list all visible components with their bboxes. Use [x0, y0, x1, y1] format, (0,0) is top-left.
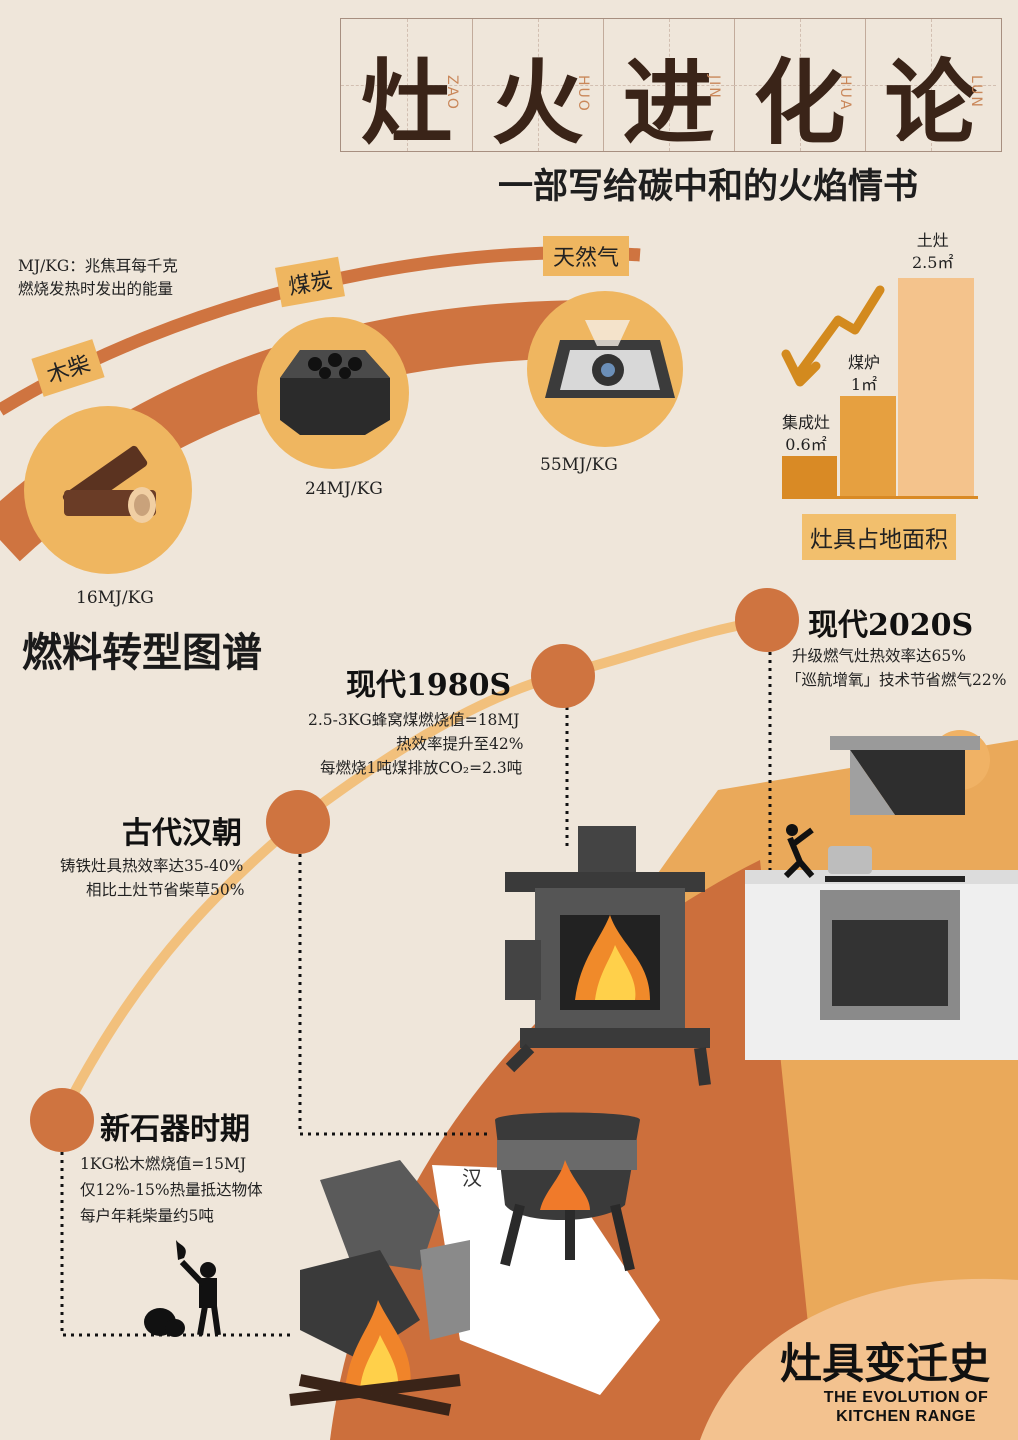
title-char: 火: [491, 50, 584, 157]
footer-title-cn: 灶具变迁史: [780, 1339, 991, 1388]
area-name-tuzao: 土灶: [916, 231, 949, 250]
era-title-neolithic: 新石器时期: [100, 1112, 250, 1147]
title-char: 进: [622, 50, 715, 157]
area-label-tuzao: 土灶 2.5㎡: [912, 230, 953, 274]
area-value-jichengzao: 0.6㎡: [785, 435, 827, 454]
fuel-value-firewood: 16MJ/KG: [76, 588, 154, 608]
title-pinyin: HUA: [837, 75, 853, 112]
era-line: 仅12%-15%热量抵达物体: [80, 1181, 263, 1199]
running-person-icon: [783, 824, 815, 879]
title-pinyin: ZAO: [444, 75, 460, 111]
footer-title-en: THE EVOLUTION OF KITCHEN RANGE: [806, 1388, 1006, 1426]
era-title-2020: 现代2020S: [808, 608, 974, 643]
area-bar-tuzao: [898, 278, 974, 496]
era-line: 热效率提升至42%: [396, 735, 524, 753]
fuel-label-gas: 天然气: [543, 236, 630, 276]
title-char: 化: [753, 50, 846, 157]
title-pinyin: JIN: [706, 75, 722, 100]
area-chart-caption: 灶具占地面积: [802, 514, 956, 560]
area-value-tuzao: 2.5㎡: [912, 253, 954, 272]
area-name-meilu: 煤炉: [848, 353, 881, 372]
bottom-right-peach-shape: [700, 1278, 1018, 1440]
era-line: 2.5-3KG蜂窝煤燃烧值=18MJ: [308, 711, 520, 729]
dot-1980: [531, 644, 595, 708]
area-value-meilu: 1㎡: [850, 375, 878, 394]
clay-pot-icon: [144, 1308, 185, 1337]
title-pinyin: LUN: [968, 75, 984, 109]
caveman-torch-icon: [176, 1240, 221, 1336]
trend-arrow-icon: [781, 285, 885, 387]
era-line: 升级燃气灶热效率达65%: [792, 647, 966, 665]
timeline-arc: [55, 615, 771, 1123]
area-bar-jichengzao: [782, 456, 837, 496]
stone-hearth-icon: [289, 1160, 470, 1416]
title-char: 论: [884, 50, 977, 157]
footer-title-en-line1: THE EVOLUTION OF: [823, 1389, 989, 1406]
dot-2020: [735, 588, 799, 652]
area-label-jichengzao: 集成灶 0.6㎡: [782, 412, 830, 456]
era-line: 「巡航增氧」技术节省燃气22%: [786, 671, 1007, 689]
unit-note-line2: 燃烧发热时发出的能量: [18, 280, 174, 298]
fuel-value-gas: 55MJ/KG: [540, 455, 618, 475]
unit-note-line1: MJ/KG：兆焦耳每千克: [18, 257, 178, 275]
era-line: 铸铁灶具热效率达35-40%: [60, 857, 244, 875]
modern-kitchen-icon: [745, 736, 1018, 1060]
han-bronze-cauldron-icon: [432, 1112, 660, 1395]
area-name-jichengzao: 集成灶: [782, 413, 831, 432]
era-title-1980: 现代1980S: [346, 668, 512, 703]
connector-han: [298, 822, 490, 1136]
fuel-section-title: 燃料转型图谱: [22, 630, 262, 676]
dot-neolithic: [30, 1088, 94, 1152]
era-line: 每燃烧1吨煤排放CO₂=2.3吨: [320, 759, 523, 777]
honeycomb-coal-icon: [280, 350, 390, 435]
gas-stove-burner-icon: [545, 320, 675, 398]
dot-han: [266, 790, 330, 854]
era-line: 1KG松木燃烧值=15MJ: [80, 1155, 247, 1173]
cast-iron-stove-icon: [505, 826, 711, 1086]
title-char: 灶: [360, 50, 453, 157]
scroll-han-char: 汉: [462, 1166, 482, 1190]
firewood-icon: [62, 445, 156, 523]
area-bar-meilu: [840, 396, 896, 496]
footer-title-en-line2: KITCHEN RANGE: [836, 1408, 976, 1425]
era-line: 相比土灶节省柴草50%: [86, 881, 245, 899]
era-line: 每户年耗柴量约5吨: [80, 1207, 214, 1225]
era-title-han: 古代汉朝: [122, 816, 242, 851]
fuel-value-coal: 24MJ/KG: [305, 479, 383, 499]
page-subtitle: 一部写给碳中和的火焰情书: [498, 167, 919, 207]
title-pinyin: HUO: [575, 75, 591, 113]
area-label-meilu: 煤炉 1㎡: [848, 352, 880, 396]
